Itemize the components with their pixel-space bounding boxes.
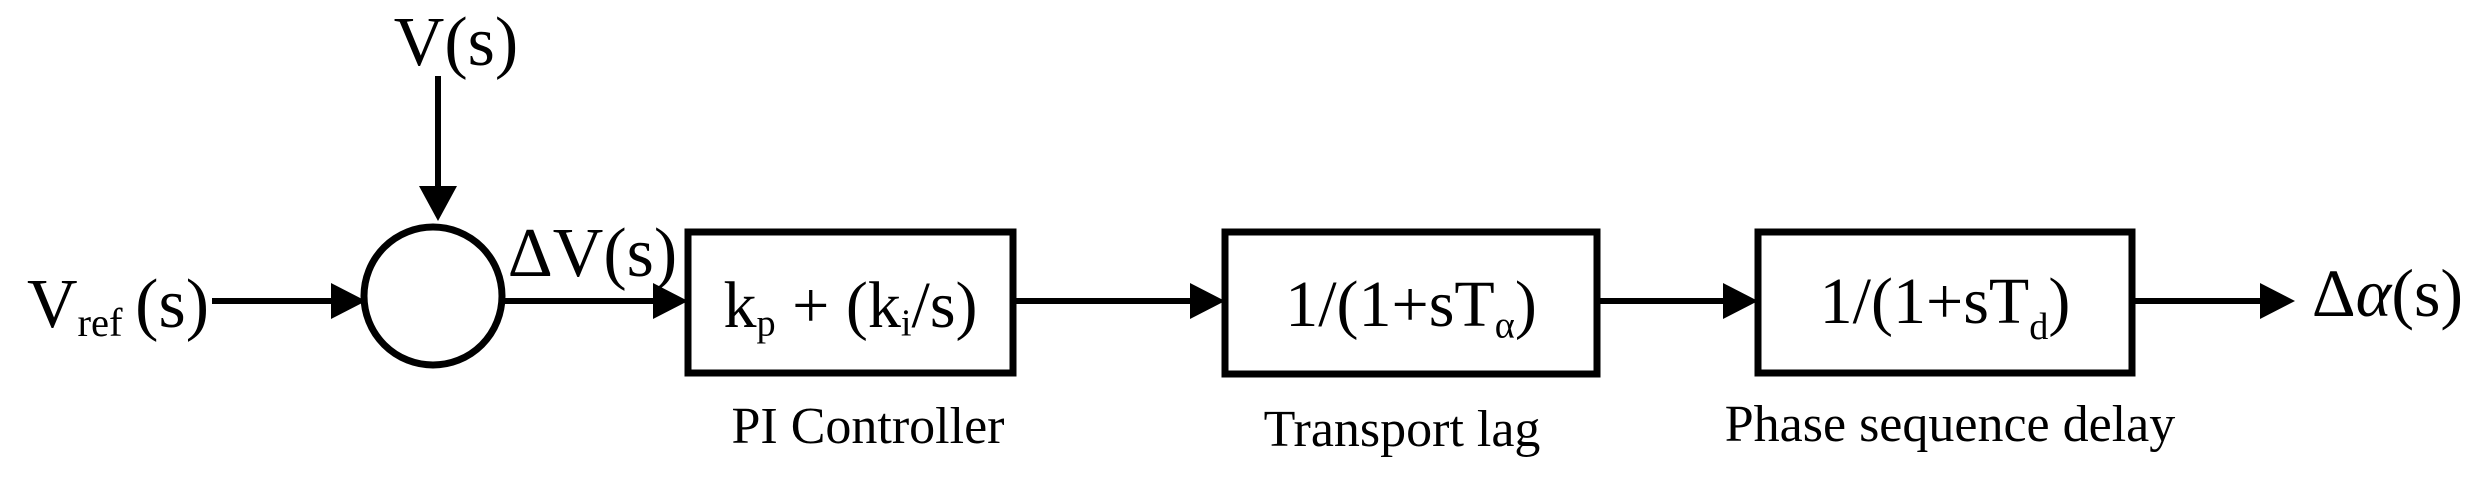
formula-part: k [723, 268, 757, 342]
lag-to-delay-arrowhead-icon [1723, 283, 1758, 319]
transport-lag-formula: 1/(1+sTα) [1225, 232, 1597, 374]
pi-controller-caption: PI Controller [731, 398, 1005, 455]
pi-to-lag-arrowhead-icon [1190, 283, 1225, 319]
formula-subscript: α [1494, 304, 1515, 347]
output-delta: Δ [2311, 255, 2356, 331]
formula-part: 1/(1+sT [1285, 267, 1495, 341]
phase-delay-formula: 1/(1+sTd) [1758, 232, 2132, 373]
formula-subscript: p [756, 302, 776, 345]
reference-input-label: Vref(s) [18, 270, 218, 344]
formula-part: /s) [911, 268, 978, 342]
formula-subscript: i [900, 302, 912, 345]
error-signal-label: ΔV(s) [507, 215, 678, 292]
formula-part: 1/(1+sT [1819, 264, 2030, 338]
formula-part: ) [1514, 267, 1537, 341]
reference-arrowhead-icon [331, 283, 366, 319]
reference-rest: (s) [135, 266, 210, 343]
output-alpha: α [2355, 255, 2392, 331]
formula-part: ) [2048, 264, 2071, 338]
summing-junction [360, 223, 506, 369]
transport-lag-caption: Transport lag [1263, 401, 1541, 458]
disturbance-arrowhead-icon [419, 186, 457, 221]
output-signal-label: Δα(s) [2300, 259, 2473, 327]
formula-subscript: d [2029, 305, 2049, 348]
error-arrowhead-icon [653, 283, 688, 319]
output-arrowhead-icon [2260, 283, 2295, 319]
reference-base: V [26, 266, 78, 343]
formula-part: + (k [775, 268, 901, 342]
reference-subscript: ref [77, 299, 123, 345]
phase-delay-caption: Phase sequence delay [1724, 396, 2176, 453]
pi-controller-formula: kp + (ki/s) [688, 232, 1013, 373]
output-rest: (s) [2391, 255, 2464, 331]
disturbance-input-label: V(s) [393, 4, 519, 81]
